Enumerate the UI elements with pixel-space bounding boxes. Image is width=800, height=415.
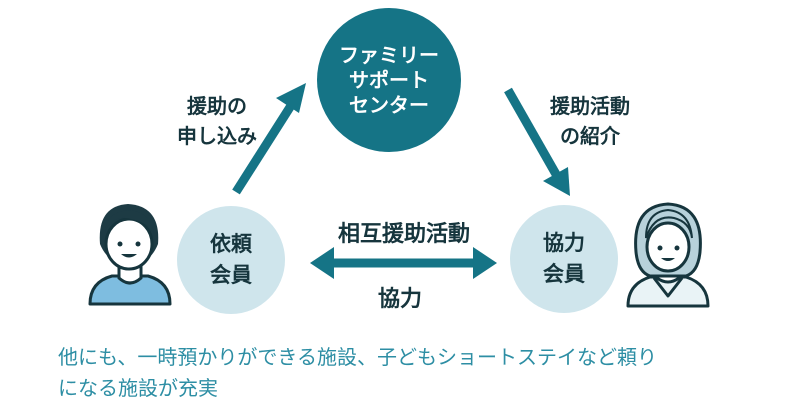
request-label-line-2: 申し込み [177, 124, 257, 148]
introduction-label: 援助活動 の紹介 [520, 91, 660, 151]
mutual-double-arrow [310, 247, 497, 279]
center-line-2: サポート [349, 67, 429, 92]
helper-line-2: 会員 [543, 262, 585, 286]
family-support-center-node: ファミリー サポート センター [317, 8, 461, 152]
request-arrow [232, 83, 306, 195]
helper-member-node: 協力 会員 [510, 205, 618, 313]
introduction-label-line-2: の紹介 [560, 124, 620, 148]
facilities-note: 他にも、一時預かりができる施設、子どもショートステイなど頼り になる施設が充実 [58, 342, 778, 404]
note-line-2: になる施設が充実 [58, 376, 218, 400]
cooperation-label: 協力 [377, 287, 422, 312]
requester-line-2: 会員 [210, 263, 252, 287]
requester-member-node: 依頼 会員 [177, 206, 285, 314]
introduction-label-line-1: 援助活動 [550, 94, 630, 118]
requester-person-icon [88, 204, 172, 306]
requester-line-1: 依頼 [210, 231, 252, 256]
center-line-1: ファミリー [339, 42, 439, 67]
mutual-aid-label: 相互援助活動 [337, 222, 470, 247]
helper-person-icon [626, 202, 710, 308]
center-line-3: センター [349, 92, 429, 117]
helper-line-1: 協力 [543, 230, 585, 255]
introduction-arrow [504, 87, 570, 196]
request-label-line-1: 援助の [187, 94, 247, 118]
note-line-1: 他にも、一時預かりができる施設、子どもショートステイなど頼り [58, 345, 657, 369]
request-label: 援助の 申し込み [162, 91, 272, 151]
